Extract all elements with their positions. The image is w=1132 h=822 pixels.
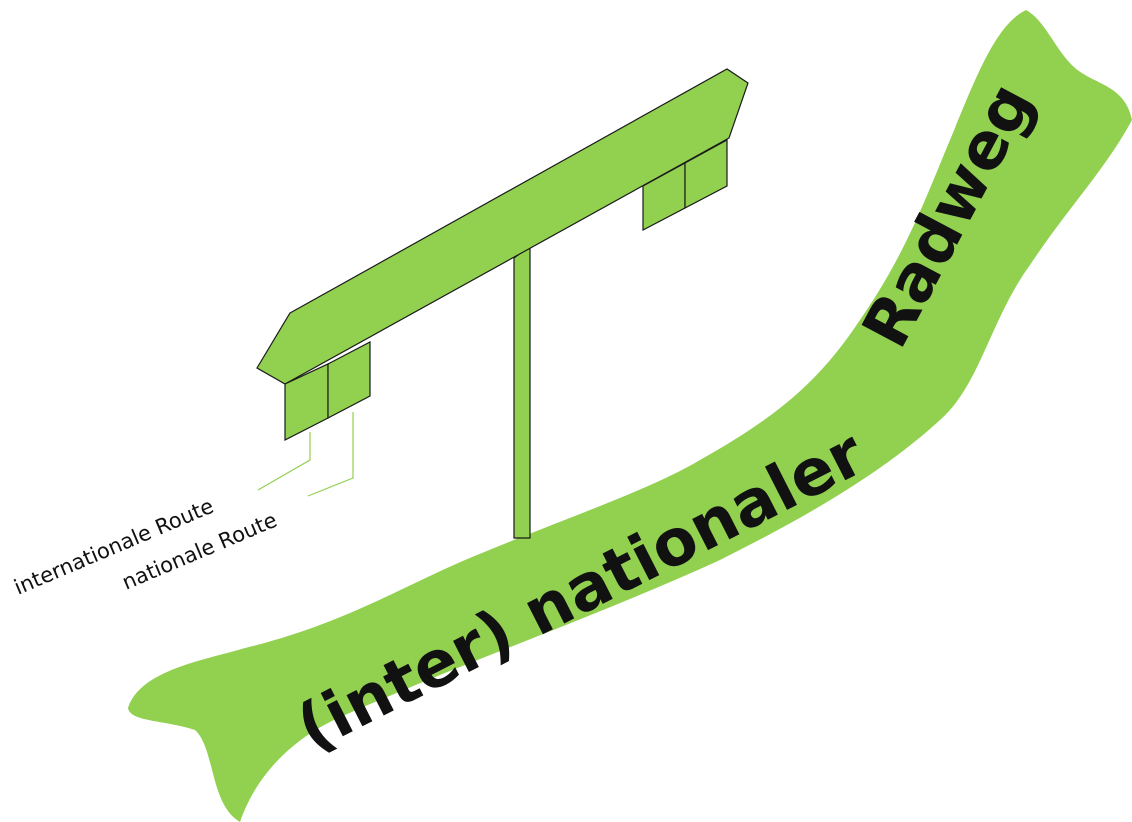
- plate-national: [327, 341, 371, 419]
- road-label-inter-nationaler: (inter) nationaler: [286, 416, 877, 766]
- cycle-path-ribbon: [128, 10, 1132, 822]
- plate-right-inner: [684, 138, 728, 209]
- sign-pole: [513, 244, 531, 539]
- leader-line-national: [307, 412, 354, 497]
- leader-line-international: [257, 432, 311, 491]
- sign-board: [256, 68, 749, 385]
